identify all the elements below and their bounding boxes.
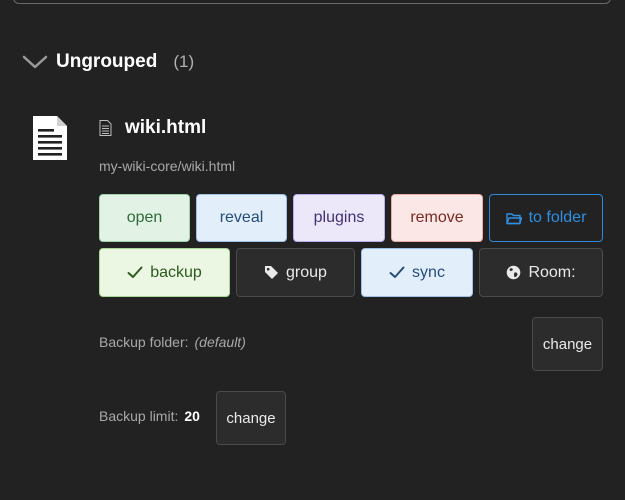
reveal-button-label: reveal [219,209,264,226]
change-backup-folder-button[interactable]: change [532,317,603,371]
check-icon [389,266,405,278]
sync-button-label: sync [412,263,445,281]
change-backup-limit-button[interactable]: change [216,391,286,445]
backup-limit-label: Backup limit: [99,408,179,424]
backup-folder-label: Backup folder: [99,334,189,350]
file-title-row: wiki.html [99,117,206,139]
backup-folder-value: (default) [194,334,246,350]
tag-icon [265,266,279,279]
plugins-button[interactable]: plugins [293,194,385,242]
backup-limit-row: Backup limit: 20 [99,408,200,424]
group-header[interactable]: Ungrouped (1) [22,48,194,76]
room-button[interactable]: Room: [479,248,603,297]
change-button-label: change [226,409,276,427]
document-icon [33,116,67,160]
open-button-label: open [126,209,163,226]
group-button[interactable]: group [236,248,355,297]
to-folder-button-label: to folder [528,209,587,226]
change-button-label: change [542,335,593,353]
group-button-label: group [286,263,327,281]
file-name: wiki.html [125,117,207,138]
backup-limit-value: 20 [184,408,200,424]
remove-button[interactable]: remove [391,194,483,242]
room-button-label: Room: [528,263,576,281]
remove-button-label: remove [410,209,464,226]
document-small-icon [99,120,112,136]
reveal-button[interactable]: reveal [196,194,287,242]
backup-button[interactable]: backup [99,248,230,297]
chevron-down-icon[interactable] [22,54,48,70]
file-path: my-wiki-core/wiki.html [99,158,236,174]
backup-button-label: backup [150,263,202,281]
group-title: Ungrouped [56,51,158,72]
group-count: (1) [173,52,195,71]
open-button[interactable]: open [99,194,190,242]
folder-icon [505,212,522,224]
to-folder-button[interactable]: to folder [489,194,603,242]
top-input-field[interactable] [13,0,611,4]
plugins-button-label: plugins [313,209,365,226]
backup-folder-row: Backup folder: (default) [99,334,246,350]
check-icon [127,266,143,278]
sync-button[interactable]: sync [361,248,473,297]
globe-icon [507,265,521,280]
